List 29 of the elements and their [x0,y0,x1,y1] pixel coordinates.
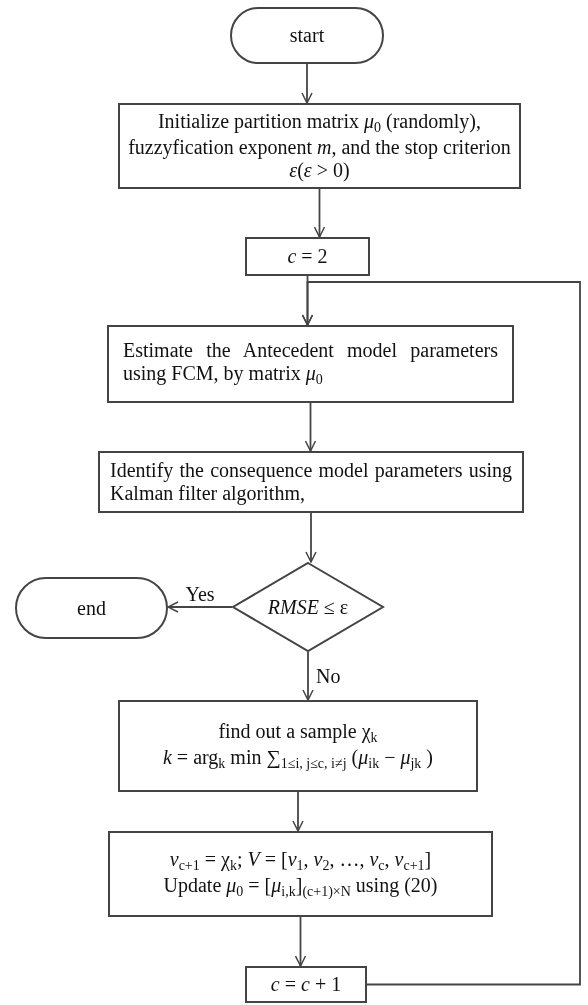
step-text: c = c + 1 [270,973,342,996]
process-box [108,831,493,917]
process-box [118,103,521,189]
arrow [167,601,233,613]
step-text: RMSE ≤ ε [267,595,349,619]
step-text: start [289,24,325,47]
process-box [245,966,367,1003]
arrow [292,791,304,832]
step-text: Identify the consequence model parameters using Kalman filter algorithm, [110,459,512,505]
process-box [245,237,370,276]
step-text: find out a sample χ$_{k}$ [218,719,378,746]
process-box [98,451,524,513]
step-text: end [77,596,106,620]
step-text: Initialize partition matrix μ$_{0}$ (randomly), fuzzyfication exponent m, and the stop criterion ε(ε > 0) [128,109,511,183]
step-text: Update μ$_{0}$ = [μ$_{i,k}$]$_{(c+1)×N}$ using (20) [163,874,438,901]
arrow [301,281,581,986]
formula: k = arg$_{k}$ min ∑$_{1≤i, j≤c, i≠j}$ (μ$_{ik}$ − μ$_{jk}$ ) [162,746,434,773]
step-text: c = 2 [287,245,328,268]
arrow [294,916,307,967]
step-text: v$_{c+1}$ = χ$_{k}$; V = [v$_{1}$, v$_{2}$, …, v$_{c}$, v$_{c+1}$] [169,847,432,874]
arrow [304,402,317,452]
arrow [313,188,326,238]
process-box [118,700,478,792]
step-text: Estimate the Antecedent model parameters using FCM, by matrix μ$_{0}$ [123,339,498,389]
process-box [107,325,514,403]
terminal-shape [230,7,384,64]
arrow [305,512,317,563]
arrow [302,651,314,701]
arrow [301,63,313,104]
